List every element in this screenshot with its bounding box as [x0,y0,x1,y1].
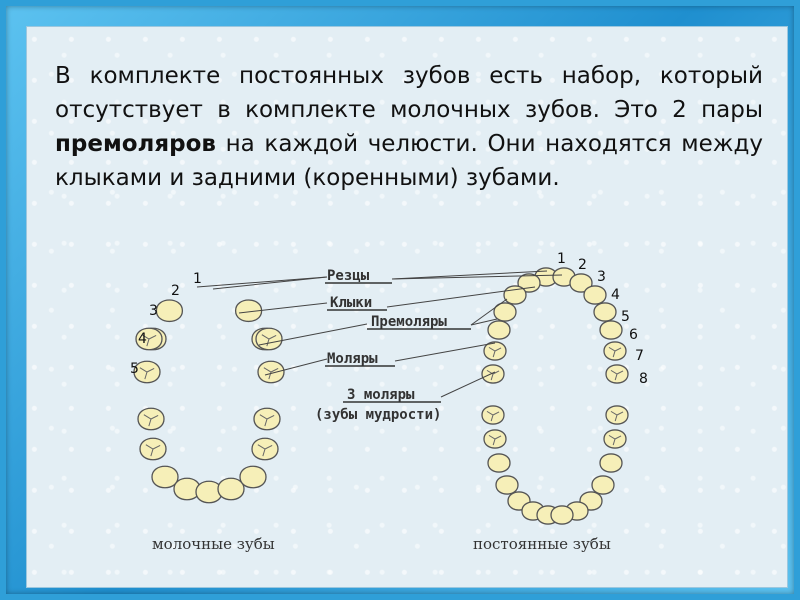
milk-upper-molar-1-fissure [139,367,155,380]
perm-lower-tooth-4 [487,453,511,473]
label-premolars: Премоляры [371,314,447,330]
milk-number-5: 5 [130,361,139,377]
perm-lower-tooth-6 [495,475,519,495]
slide-paragraph: В комплекте постоянных зубов есть набор,… [55,59,763,195]
perm-upper-tooth-10-fissure [488,346,502,358]
perm-lower-tooth-5 [599,453,623,473]
paragraph-part-1: В комплекте постоянных зубов есть набор,… [55,63,763,123]
perm-upper-tooth-9 [599,320,623,340]
label-incisors: Резцы [327,268,370,284]
perm-number-7: 7 [635,348,644,364]
perm-lower-tooth-13 [550,505,574,525]
leader-line-3 [391,274,563,280]
perm-lower-tooth-7 [591,475,615,495]
milk-number-4: 4 [138,331,147,347]
leader-line-6 [258,323,368,346]
perm-upper-tooth-13-fissure [610,369,624,381]
slide-frame: В комплекте постоянных зубов есть набор,… [6,6,794,594]
perm-lower-tooth-2-fissure [488,434,502,446]
leader-line-5 [386,286,536,308]
paragraph-part-2: на каждой челюсти. Они находятся между к… [55,131,763,191]
milk-number-3: 3 [149,303,158,319]
milk-lower-tooth-2 [151,465,179,489]
leader-line-11 [440,371,496,398]
perm-upper-tooth-3 [569,273,593,293]
perm-number-1: 1 [557,251,566,267]
milk-upper-molar-0-fissure [141,334,157,347]
milk-lower-tooth-5 [217,477,245,501]
leader-line-7 [470,298,508,326]
dental-diagram: Резцы Клыки Премоляры Моляры 3 моляры (з… [130,251,648,553]
leader-line-1 [212,276,328,290]
perm-upper-tooth-5 [583,285,607,305]
milk-lower-tooth-6 [239,465,267,489]
label-molars: Моляры [327,351,378,367]
perm-number-4: 4 [611,287,620,303]
perm-lower-tooth-3-fissure [608,434,622,446]
milk-upper-molar-2-fissure [261,334,277,347]
milk-lower-tooth-8-fissure [259,414,275,427]
label-wisdom-teeth: (зубы мудрости) [315,407,441,423]
milk-number-2: 2 [171,283,180,299]
perm-upper-tooth-11-fissure [608,346,622,358]
permanent-teeth-arch [481,267,629,525]
milk-upper-tooth-1 [155,299,184,323]
milk-teeth-arch [133,299,285,504]
milk-number-1: 1 [193,271,202,287]
caption-milk-teeth: молочные зубы [152,535,275,553]
leader-line-9 [264,358,328,376]
label-canines: Клыки [330,295,372,311]
perm-number-3: 3 [597,269,606,285]
perm-upper-tooth-7 [593,302,617,322]
leader-line-8 [470,318,498,326]
milk-lower-tooth-7-fissure [257,444,273,457]
perm-upper-tooth-8 [487,320,511,340]
perm-number-2: 2 [578,257,587,273]
paragraph-bold-term: премоляров [55,131,216,157]
caption-permanent-teeth: постоянные зубы [473,535,611,553]
perm-lower-tooth-0-fissure [486,410,500,422]
perm-lower-tooth-1-fissure [610,410,624,422]
perm-number-6: 6 [629,327,638,343]
leader-line-10 [394,342,496,362]
slide: В комплекте постоянных зубов есть набор,… [26,26,788,588]
perm-number-5: 5 [621,309,630,325]
milk-lower-tooth-0-fissure [143,414,159,427]
label-leader-lines [196,270,563,398]
perm-upper-tooth-12-fissure [486,369,500,381]
milk-lower-tooth-1-fissure [145,444,161,457]
leader-line-0 [196,276,328,288]
leader-line-4 [238,302,328,314]
leader-line-2 [391,270,548,280]
perm-number-8: 8 [639,371,648,387]
label-third-molars: 3 моляры [347,387,415,403]
